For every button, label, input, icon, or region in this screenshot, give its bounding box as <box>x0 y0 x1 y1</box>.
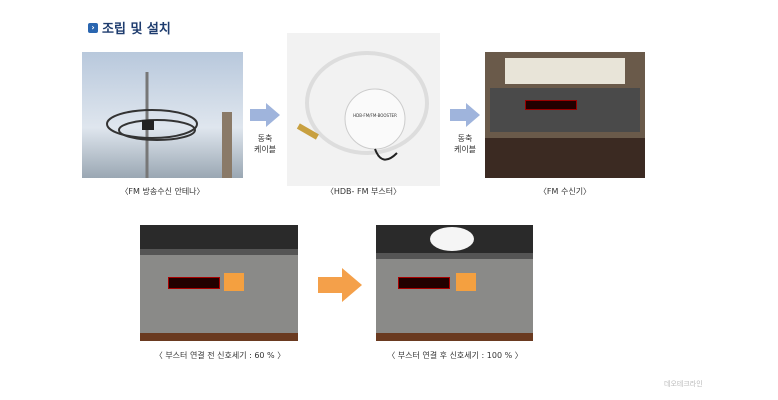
antenna-caption: 〈FM 방송수신 안테나〉 <box>120 187 205 196</box>
chevron-right-icon: › <box>88 22 98 33</box>
section-title: › 조립 및 설치 <box>88 18 171 37</box>
arrow-right-icon <box>450 103 480 127</box>
arrow-right-icon <box>250 103 280 127</box>
antenna-photo <box>82 52 243 178</box>
after-caption: 〈 부스터 연결 후 신호세기 : 100 % 〉 <box>387 351 523 360</box>
watermark: 데오테크라인 <box>664 380 703 388</box>
booster-photo: HDB-FM/FM-BOOSTER <box>287 33 440 186</box>
after-photo <box>376 225 533 341</box>
receiver-photo <box>485 52 645 178</box>
arrow-right-icon <box>318 268 362 302</box>
svg-text:HDB-FM/FM-BOOSTER: HDB-FM/FM-BOOSTER <box>353 113 397 118</box>
section-title-text: 조립 및 설치 <box>102 22 171 37</box>
before-photo <box>140 225 298 341</box>
receiver-caption: 〈FM 수신기〉 <box>538 187 592 196</box>
booster-caption: 〈HDB- FM 부스터〉 <box>325 187 402 196</box>
before-caption: 〈 부스터 연결 전 신호세기 : 60 % 〉 <box>154 351 286 360</box>
